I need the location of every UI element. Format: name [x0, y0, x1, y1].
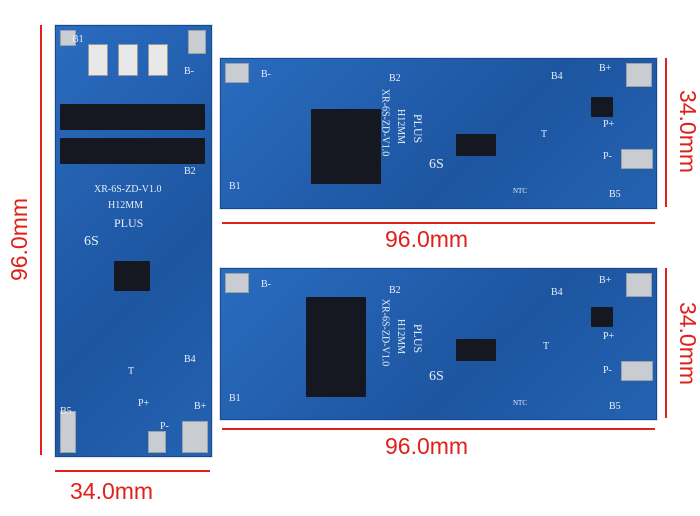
pad — [626, 273, 652, 297]
mosfet-array — [306, 297, 366, 397]
silk-cells: 6S — [429, 157, 444, 172]
pad — [225, 63, 249, 83]
mosfet-array — [311, 109, 381, 184]
silk-variant: PLUS — [114, 216, 144, 230]
silk-bminus: B- — [184, 66, 194, 77]
resistor — [148, 44, 168, 76]
dimension-line — [222, 428, 655, 430]
mosfet-row — [60, 138, 205, 164]
resistor — [118, 44, 138, 76]
silk-bplus: B+ — [599, 63, 612, 74]
pad — [148, 431, 166, 453]
pad — [621, 361, 653, 381]
dimension-label-length: 96.0mm — [6, 197, 33, 282]
silk-t: T — [541, 129, 548, 140]
silk-pplus: P+ — [603, 119, 615, 130]
silk-b1: B1 — [72, 34, 84, 45]
ic-chip — [456, 339, 496, 361]
dimension-line — [665, 268, 667, 418]
silk-thickness: H12MM — [108, 200, 144, 211]
dimension-line — [665, 58, 667, 207]
ic-chip — [591, 307, 613, 327]
silk-b1: B1 — [229, 393, 241, 404]
silk-b4: B4 — [184, 354, 196, 365]
silk-pminus: P- — [603, 151, 612, 162]
silk-b5: B5 — [609, 401, 621, 412]
silk-t: T — [543, 341, 550, 352]
silk-bplus: B+ — [194, 401, 207, 412]
silk-t: T — [128, 366, 135, 377]
silk-b4: B4 — [551, 287, 563, 298]
pcb-vertical: B1 B- B2 XR-6S-ZD-V1.0 H12MM PLUS 6S B4 … — [55, 25, 212, 457]
silk-variant: PLUS — [411, 113, 426, 144]
dimension-line — [40, 25, 42, 455]
dimension-label-length: 96.0mm — [385, 433, 469, 459]
silk-thickness: H12MM — [395, 108, 407, 145]
pad — [225, 273, 249, 293]
pad — [60, 411, 76, 453]
silk-model: XR-6S-ZD-V1.0 — [379, 298, 391, 367]
silk-b2: B2 — [184, 166, 196, 177]
pad — [626, 63, 652, 87]
silk-pplus: P+ — [603, 331, 615, 342]
pcb-top: B- B2 B4 B+ XR-6S-ZD-V1.0 H12MM PLUS 6S … — [220, 58, 657, 209]
dimension-line — [55, 470, 210, 472]
silk-cells: 6S — [429, 369, 444, 384]
silk-b5: B5 — [609, 189, 621, 200]
silk-b5: B5 — [60, 406, 72, 417]
silk-b4: B4 — [551, 71, 563, 82]
silk-ntc: NTC — [513, 399, 527, 407]
silk-bminus: B- — [261, 279, 271, 290]
silk-pminus: P- — [603, 365, 612, 376]
silk-ntc: NTC — [513, 187, 527, 195]
ic-chip — [456, 134, 496, 156]
silk-cells: 6S — [84, 234, 99, 249]
silk-b2: B2 — [389, 285, 401, 296]
dimension-label-width: 34.0mm — [675, 89, 700, 174]
pad — [621, 149, 653, 169]
pad — [182, 421, 208, 453]
silk-b2: B2 — [389, 73, 401, 84]
silk-variant: PLUS — [411, 323, 426, 354]
silk-b1: B1 — [229, 181, 241, 192]
silk-model: XR-6S-ZD-V1.0 — [379, 88, 391, 157]
dimension-label-length: 96.0mm — [385, 226, 469, 252]
dimension-line — [222, 222, 655, 224]
pad — [188, 30, 206, 54]
dimension-label-width: 34.0mm — [70, 478, 154, 504]
ic-chip — [114, 261, 150, 291]
ic-chip — [591, 97, 613, 117]
silk-bminus: B- — [261, 69, 271, 80]
silk-thickness: H12MM — [395, 318, 407, 355]
silk-model: XR-6S-ZD-V1.0 — [94, 184, 162, 195]
dimension-label-width: 34.0mm — [675, 301, 700, 386]
pcb-bottom: B- B2 B4 B+ XR-6S-ZD-V1.0 H12MM PLUS 6S … — [220, 268, 657, 420]
pad — [60, 30, 76, 46]
silk-pplus: P+ — [138, 398, 150, 409]
silk-pminus: P- — [160, 421, 169, 432]
mosfet-row — [60, 104, 205, 130]
resistor — [88, 44, 108, 76]
silk-bplus: B+ — [599, 275, 612, 286]
